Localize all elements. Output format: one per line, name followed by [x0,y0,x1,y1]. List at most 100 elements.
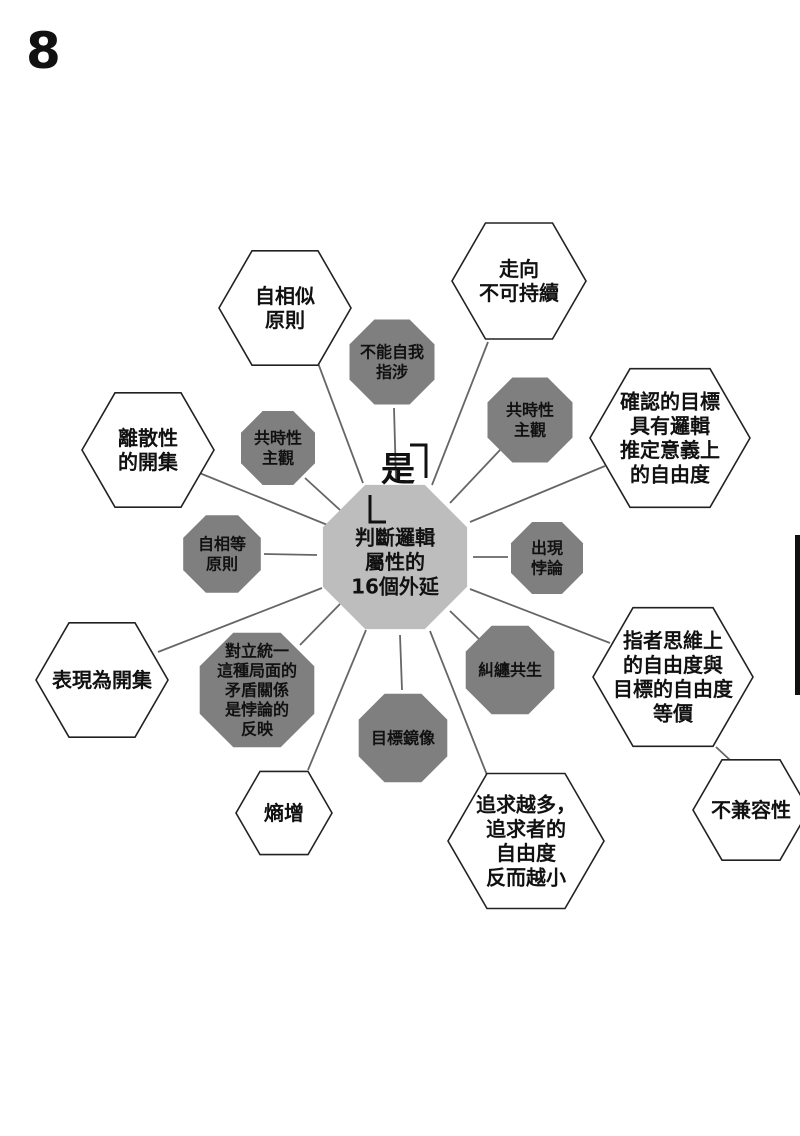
zhuiqiu-hexagon [447,772,605,910]
page-number: 8 [26,22,61,80]
queren-label-line: 具有邏輯 [630,414,710,438]
queren-label-line: 確認的目標 [620,389,720,413]
duili-label-line: 對立統一 [225,642,289,661]
buneng-label-line: 指涉 [376,362,408,381]
node-jiuchan: 糾纏共生 [465,625,555,715]
lisanxing-hexagon [81,391,215,509]
queren-hexagon [589,367,751,509]
zixiangsi-label-line: 原則 [265,308,305,332]
mubiao-octagon [358,693,448,783]
zhizhe-label-line: 的自由度與 [623,653,723,677]
edge-center-to-zixiangdeng [263,553,318,556]
page-edge-bar [795,535,800,695]
edge-center-to-zouxiang [431,341,489,486]
shangzeng-hexagon [235,770,333,856]
zhuiqiu-label-line: 追求者的 [486,817,566,841]
zixiangsi-label-line: 自相似 [255,284,315,308]
queren-label-line: 的自由度 [630,463,711,487]
zixiangsi-hexagon [218,250,352,367]
edge-center-to-duili [299,603,341,646]
jiuchan-octagon [465,625,555,715]
edge-center-to-queren [469,465,606,523]
zixiangdeng-label-line: 自相等 [198,535,246,554]
zhuiqiu-label-line: 反而越小 [486,866,566,890]
edge-center-to-mubiao [399,634,403,691]
buneng-octagon [349,319,435,405]
chuxian-label-line: 悖論 [531,558,564,577]
zhuiqiu-label-line: 自由度 [496,841,557,865]
buneng-label-line: 不能自我 [360,343,424,362]
open-quote-bracket [410,443,428,478]
node-biaoxian: 表現為開集 [35,621,169,739]
chuxian-octagon [511,522,583,594]
jiuchan-label-line: 糾纏共生 [478,661,542,680]
edge-center-to-biaoxian [157,587,323,653]
zouxiang-label-line: 不可持續 [479,281,559,305]
center-quote-char: 是 [381,450,415,490]
duili-label-line: 是悖論的 [224,700,289,719]
center-octagon [322,484,468,630]
lisanxing-label-line: 的開集 [118,450,179,474]
zouxiang-label-line: 走向 [499,257,539,281]
mubiao-label-line: 目標鏡像 [371,729,436,748]
queren-label-line: 推定意義上 [620,438,720,462]
duili-octagon [199,632,315,748]
duili-label-line: 這種局面的 [217,661,297,680]
zixiangdeng-octagon [183,515,261,593]
edge-center-to-gongshi-right [449,449,501,504]
lisanxing-label-line: 離散性 [118,426,178,450]
gongshi-right-label-line: 共時性 [506,401,554,420]
gongshi-left-label-line: 主觀 [262,448,294,467]
duili-label-line: 矛盾關係 [224,681,289,700]
node-shangzeng: 熵增 [235,770,333,856]
edge-center-to-buneng [393,407,397,481]
zhizhe-label-line: 等價 [653,702,694,726]
edge-center-to-gongshi-left [304,477,341,511]
diagram-nodes: 自相似原則走向不可持續離散性的開集確認的目標具有邏輯推定意義上的自由度表現為開集… [35,222,800,910]
edge-center-to-lisanxing [196,471,331,527]
close-quote-bracket [368,495,386,524]
node-mubiao: 目標鏡像 [358,693,448,783]
zixiangdeng-label-line: 原則 [206,554,238,573]
center-label-line: 屬性的 [365,550,425,574]
gongshi-left-label-line: 共時性 [254,429,302,448]
center-label-line: 判斷邏輯 [355,526,435,550]
edge-center-to-shangzeng [307,629,367,771]
edge-center-to-zhizhe [469,588,611,644]
bujianrong-label-line: 不兼容性 [711,798,791,822]
gongshi-right-label-line: 主觀 [514,420,546,439]
edge-center-to-zhuiqiu [429,630,488,776]
zouxiang-hexagon [451,222,587,340]
zhizhe-hexagon [592,606,754,748]
node-bujianrong: 不兼容性 [692,758,800,862]
shangzeng-label-line: 熵增 [263,801,304,825]
biaoxian-hexagon [35,621,169,739]
gongshi-right-octagon [487,377,573,463]
edge-center-to-zixiangsi [317,362,364,484]
zhizhe-label-line: 指者思維上 [623,628,723,652]
diagram-edges [157,341,731,776]
zhuiqiu-label-line: 追求越多， [476,792,576,816]
zhizhe-label-line: 目標的自由度 [613,677,734,701]
center-label-line: 16個外延 [351,574,440,598]
biaoxian-label-line: 表現為開集 [52,668,153,692]
edge-center-to-bujianrong [715,746,731,761]
edge-center-to-jiuchan [449,610,481,641]
duili-label-line: 反映 [241,720,274,739]
chuxian-label-line: 出現 [531,539,563,558]
bujianrong-hexagon [692,758,800,862]
